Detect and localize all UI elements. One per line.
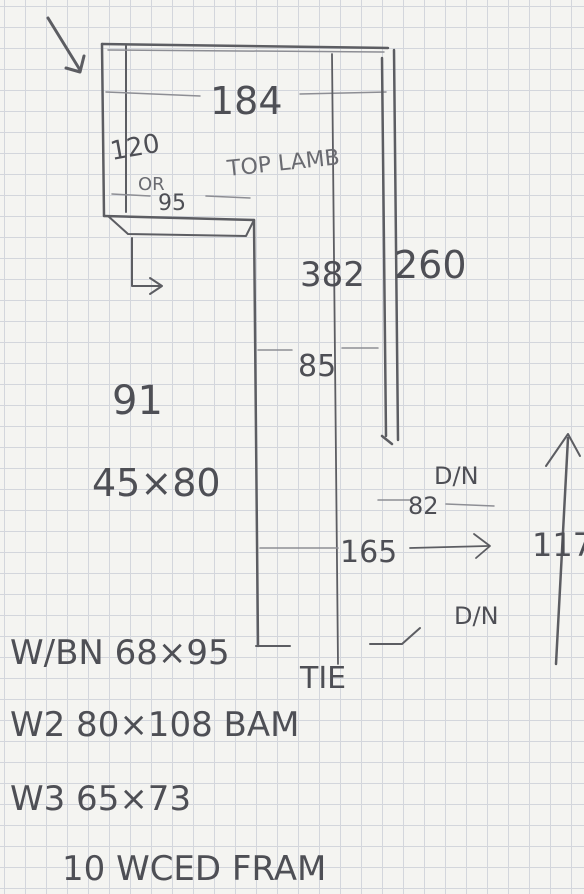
corner-arrow: [46, 16, 86, 74]
dimension-line-95: [111, 193, 251, 199]
dimension-line-82: [377, 499, 495, 507]
label-upper-right: D/N: [434, 462, 479, 490]
note-line: 10 WCED FRAM: [62, 849, 326, 889]
dimension-line-184: [105, 91, 387, 97]
note-line: W/BN 68×95: [10, 633, 230, 673]
label-stile-width: 85: [298, 349, 336, 384]
label-right-height: 117: [532, 526, 584, 564]
label-left-section: 91: [112, 378, 163, 424]
label-stile-size: 45×80: [92, 461, 221, 505]
dimension-line-165: [259, 533, 491, 559]
label-offset: 82: [408, 492, 439, 520]
stile-outline: [252, 53, 339, 665]
small-arrow: [131, 237, 163, 295]
label-tie: TIE: [299, 661, 346, 696]
height-arrow-117: [545, 433, 581, 666]
label-total-height: 382: [300, 255, 365, 295]
label-lower-right: D/N: [454, 602, 499, 630]
label-notch: 95: [158, 191, 186, 216]
lower-right-marker: [369, 627, 421, 645]
label-right-section: 260: [394, 243, 467, 287]
top-head-outline: [100, 42, 390, 222]
label-top-width: 184: [210, 79, 283, 123]
dimension-line-85: [257, 347, 379, 351]
chamfer-strip: [107, 215, 255, 237]
label-top-lamb: TOP LAMB: [225, 145, 341, 182]
label-top-height: 120: [108, 129, 162, 167]
note-line: W3 65×73: [10, 779, 191, 819]
note-line: W2 80×108 BAM: [10, 705, 299, 745]
right-vertical-pair: [380, 48, 400, 446]
label-or: OR: [138, 174, 165, 195]
label-depth: 165: [340, 535, 397, 570]
